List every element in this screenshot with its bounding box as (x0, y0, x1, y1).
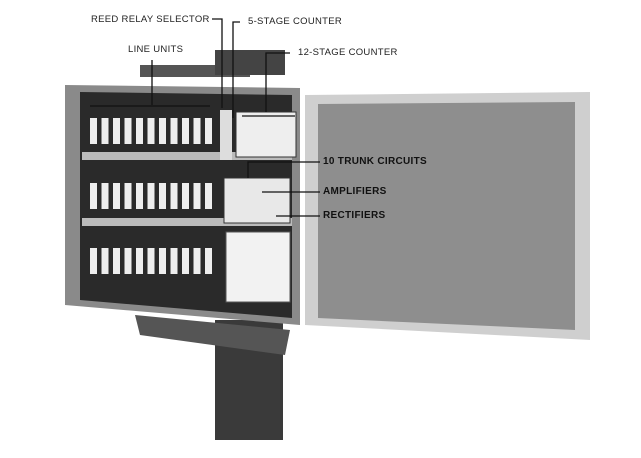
line-unit-card (159, 183, 166, 209)
line-unit-cards (90, 118, 212, 274)
line-unit-card (193, 183, 201, 209)
line-unit-card (90, 248, 97, 274)
line-unit-card (159, 248, 166, 274)
line-unit-card (170, 118, 178, 144)
line-unit-card (170, 248, 178, 274)
label-line-units: LINE UNITS (128, 44, 184, 55)
line-unit-card (113, 183, 120, 209)
line-unit-card (147, 118, 155, 144)
line-unit-card (101, 183, 109, 209)
line-unit-card (147, 248, 155, 274)
bracket (135, 315, 290, 355)
line-unit-card (124, 248, 132, 274)
line-unit-card (205, 118, 212, 144)
line-unit-card (147, 183, 155, 209)
label-12-stage-counter: 12-STAGE COUNTER (298, 47, 398, 58)
line-unit-card (193, 248, 201, 274)
label-trunk-circuits: 10 TRUNK CIRCUITS (323, 156, 427, 167)
line-unit-card (101, 248, 109, 274)
line-unit-card (101, 118, 109, 144)
line-unit-card (205, 248, 212, 274)
line-unit-card (124, 118, 132, 144)
line-unit-card (205, 183, 212, 209)
line-unit-card (90, 118, 97, 144)
label-reed-relay-selector: REED RELAY SELECTOR (91, 14, 210, 25)
line-unit-card (182, 248, 189, 274)
door-panel (318, 102, 575, 330)
label-amplifiers: AMPLIFIERS (323, 186, 387, 197)
line-unit-card (113, 118, 120, 144)
label-rectifiers: RECTIFIERS (323, 210, 386, 221)
line-unit-card (90, 183, 97, 209)
line-unit-card (136, 248, 143, 274)
line-unit-card (136, 183, 143, 209)
line-unit-card (182, 118, 189, 144)
line-unit-card (159, 118, 166, 144)
line-unit-card (170, 183, 178, 209)
line-unit-card (124, 183, 132, 209)
line-unit-card (193, 118, 201, 144)
label-5-stage-counter: 5-STAGE COUNTER (248, 16, 343, 27)
line-unit-card (182, 183, 189, 209)
line-unit-card (113, 248, 120, 274)
line-unit-card (136, 118, 143, 144)
